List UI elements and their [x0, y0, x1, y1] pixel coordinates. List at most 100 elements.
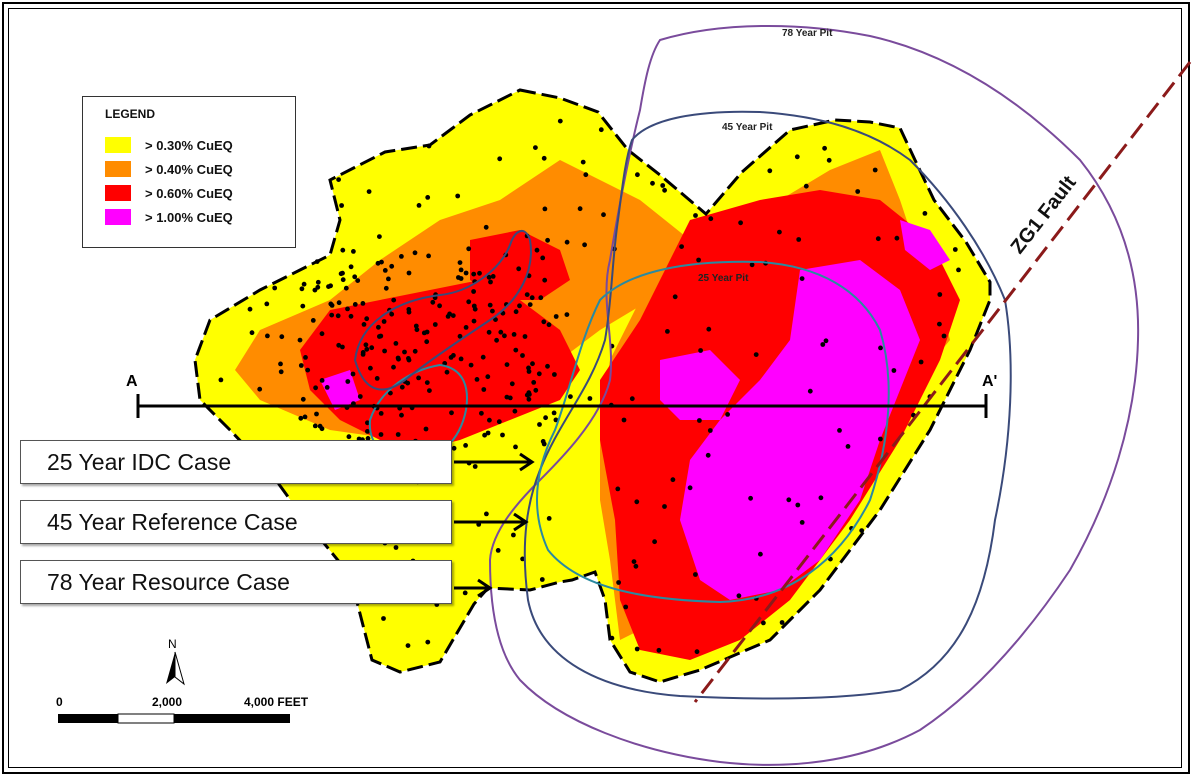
- drillhole-dot: [526, 390, 532, 396]
- drillhole-dot: [298, 363, 304, 368]
- drillhole-dot: [495, 548, 501, 553]
- drillhole-dot: [488, 279, 493, 285]
- scale-tick-4000: 4,000 FEET: [244, 695, 309, 709]
- drillhole-dot: [425, 195, 431, 200]
- drillhole-dot: [343, 285, 349, 291]
- zg1-fault-line: [693, 61, 1192, 703]
- drillhole-dot: [416, 375, 421, 381]
- drillhole-dot: [483, 224, 489, 230]
- legend-label-040: > 0.40% CuEQ: [145, 161, 233, 177]
- drillhole-dot: [527, 302, 533, 307]
- drillhole-dot: [405, 643, 411, 648]
- drillhole-dot: [511, 532, 516, 538]
- drillhole-dot: [451, 445, 457, 451]
- drillhole-dot: [749, 262, 755, 268]
- drillhole-dot: [736, 593, 742, 599]
- drillhole-dot: [687, 485, 693, 491]
- drillhole-dot: [425, 639, 431, 645]
- drillhole-dot: [383, 285, 389, 291]
- north-arrow-icon: N: [166, 637, 185, 686]
- drillhole-dot: [366, 189, 372, 195]
- drillhole-dot: [542, 206, 548, 212]
- drillhole-dot: [445, 314, 451, 319]
- drillhole-dot: [393, 341, 399, 346]
- drillhole-dot: [534, 247, 540, 253]
- drillhole-dot: [541, 319, 547, 325]
- drillhole-dot: [463, 443, 468, 448]
- drillhole-dot: [662, 187, 667, 193]
- section-end-label: A': [982, 373, 997, 390]
- drillhole-dot: [786, 497, 792, 503]
- drillhole-dot: [693, 213, 698, 218]
- drillhole-dot: [546, 322, 552, 328]
- drillhole-dot: [474, 377, 480, 382]
- drillhole-dot: [300, 396, 306, 402]
- drillhole-dot: [652, 539, 657, 545]
- drillhole-dot: [504, 394, 510, 400]
- drillhole-dot: [386, 276, 391, 282]
- drillhole-dot: [799, 520, 805, 525]
- drillhole-dot: [413, 323, 419, 329]
- drillhole-dot: [466, 299, 472, 305]
- drillhole-dot: [918, 359, 924, 365]
- drillhole-dot: [405, 380, 411, 386]
- drillhole-dot: [609, 635, 615, 641]
- drillhole-dot: [582, 242, 587, 248]
- drillhole-dot: [539, 577, 545, 582]
- drillhole-dot: [540, 439, 546, 444]
- drillhole-dot: [941, 333, 947, 339]
- case-25-year-idc: 25 Year IDC Case: [20, 440, 452, 484]
- drillhole-dot: [402, 349, 407, 355]
- drillhole-dot: [541, 155, 547, 161]
- drillhole-dot: [650, 180, 655, 186]
- drillhole-dot: [352, 302, 358, 307]
- pit-78-label: 78 Year Pit: [782, 28, 833, 39]
- drillhole-dot: [381, 616, 386, 621]
- drillhole-dot: [364, 316, 370, 322]
- drillhole-dot: [837, 428, 842, 433]
- drillhole-dot: [278, 361, 283, 367]
- drillhole-dot: [872, 167, 878, 173]
- drillhole-dot: [340, 344, 345, 350]
- drillhole-dot: [315, 279, 321, 285]
- drillhole-dot: [937, 321, 942, 327]
- drillhole-dot: [758, 551, 763, 557]
- drillhole-dot: [660, 183, 666, 188]
- drillhole-dot: [484, 511, 489, 517]
- scale-tick-2000: 2,000: [152, 695, 182, 709]
- drillhole-dot: [823, 338, 829, 344]
- drillhole-dot: [326, 284, 331, 289]
- drillhole-dot: [426, 253, 431, 259]
- drillhole-dot: [777, 229, 782, 235]
- drillhole-dot: [662, 504, 667, 509]
- drillhole-dot: [329, 303, 335, 308]
- legend-label-030: > 0.30% CuEQ: [145, 137, 233, 153]
- drillhole-dot: [748, 495, 753, 501]
- drillhole-dot: [696, 257, 701, 263]
- drillhole-dot: [486, 329, 492, 335]
- map-inner-frame: [8, 8, 1182, 768]
- pit-25-outline: [535, 260, 890, 604]
- drillhole-dot: [298, 415, 304, 421]
- drillhole-dot: [708, 216, 714, 222]
- drillhole-dot: [577, 206, 583, 212]
- drillhole-dot: [340, 247, 346, 253]
- drillhole-dot: [779, 620, 785, 625]
- drillhole-dot: [218, 377, 224, 383]
- drillhole-dot: [305, 367, 311, 373]
- case-78-year-resource: 78 Year Resource Case: [20, 560, 452, 604]
- drillhole-dot: [672, 294, 678, 300]
- drillhole-dot: [738, 220, 743, 226]
- drillhole-dot: [859, 528, 865, 533]
- drillhole-dot: [364, 346, 370, 352]
- drillhole-dot: [378, 411, 384, 416]
- drillhole-dot: [363, 342, 369, 348]
- drillhole-dot: [424, 339, 430, 345]
- drillhole-dot: [393, 545, 399, 550]
- drillhole-dot: [389, 263, 395, 269]
- drillhole-dot: [374, 376, 380, 381]
- drillhole-dot: [432, 322, 438, 327]
- drillhole-dot: [587, 396, 593, 401]
- legend-label-100: > 1.00% CuEQ: [145, 209, 233, 225]
- drillhole-dot: [423, 426, 429, 432]
